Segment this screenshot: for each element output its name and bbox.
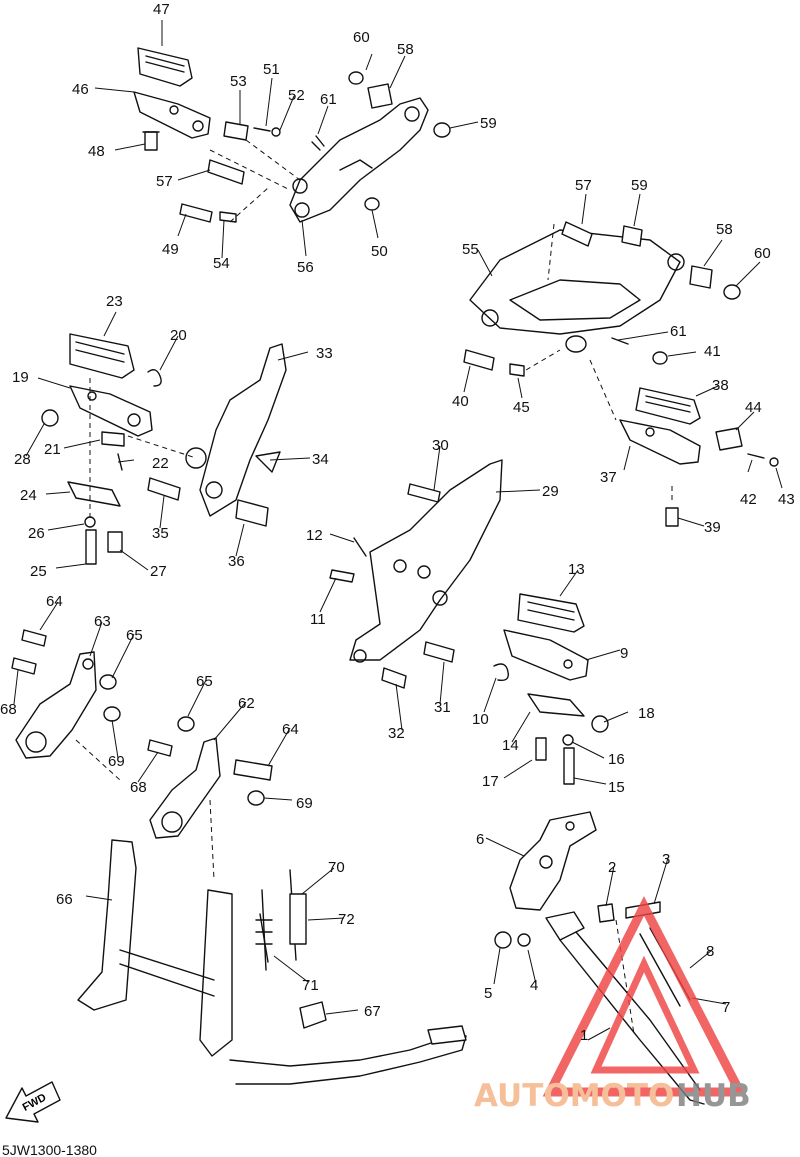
callout-label: 50: [371, 243, 388, 260]
callout-label: 61: [670, 323, 687, 340]
callout-label: 10: [472, 711, 489, 728]
leader-lines: [13, 20, 783, 1041]
callout-label: 33: [316, 345, 333, 362]
callout-label: 64: [282, 721, 299, 738]
callout-label: 7: [722, 999, 730, 1016]
callout-label: 38: [712, 377, 729, 394]
watermark-text-right: HUB: [676, 1078, 751, 1114]
callout-label: 51: [263, 61, 280, 78]
part-group-rear-left-footrest: [133, 47, 451, 223]
callout-label: 68: [0, 701, 17, 718]
callout-label: 14: [502, 737, 519, 754]
callout-label: 36: [228, 553, 245, 570]
part-group-rear-right-footrest: [463, 221, 779, 527]
callout-label: 22: [152, 455, 169, 472]
callout-label: 32: [388, 725, 405, 742]
callout-label: 60: [353, 29, 370, 46]
fwd-arrow-icon: [5, 1081, 61, 1123]
watermark-triangle-outer: [542, 896, 748, 1097]
watermark-text-left: AUTOMOTO: [474, 1078, 674, 1114]
callout-label: 19: [12, 369, 29, 386]
callout-label: 35: [152, 525, 169, 542]
callout-label: 6: [476, 831, 484, 848]
callout-label: 57: [575, 177, 592, 194]
callout-label: 21: [44, 441, 61, 458]
callout-label: 44: [745, 399, 762, 416]
callout-label: 58: [716, 221, 733, 238]
callout-label: 8: [706, 943, 714, 960]
parts-drawing: [5, 20, 783, 1123]
callout-label: 66: [56, 891, 73, 908]
callout-label: 42: [740, 491, 757, 508]
callout-label: 63: [94, 613, 111, 630]
callout-label: 3: [662, 851, 670, 868]
callout-label: 17: [482, 773, 499, 790]
callout-label: 24: [20, 487, 37, 504]
watermark-logo: AUTOMOTO HUB: [474, 896, 751, 1114]
callout-label: 28: [14, 451, 31, 468]
callout-label: 49: [162, 241, 179, 258]
callout-label: 25: [30, 563, 47, 580]
callout-label: 34: [312, 451, 329, 468]
callout-label: 57: [156, 173, 173, 190]
callout-label: 2: [608, 859, 616, 876]
callout-label: 55: [462, 241, 479, 258]
callout-label: 48: [88, 143, 105, 160]
part-group-front-right-footrest: [329, 459, 609, 785]
callout-label: 43: [778, 491, 795, 508]
callout-label: 26: [28, 525, 45, 542]
callout-label: 46: [72, 81, 89, 98]
callout-label: 13: [568, 561, 585, 578]
callout-label: 52: [288, 87, 305, 104]
callout-label: 29: [542, 483, 559, 500]
part-group-main-stand: [77, 839, 467, 1085]
callout-label: 69: [296, 795, 313, 812]
callout-label: 65: [196, 673, 213, 690]
callout-label: 12: [306, 527, 323, 544]
callout-label: 9: [620, 645, 628, 662]
callout-label: 20: [170, 327, 187, 344]
callout-label: 68: [130, 779, 147, 796]
callout-label: 16: [608, 751, 625, 768]
part-group-side-stand: [494, 811, 705, 1105]
callout-label: 62: [238, 695, 255, 712]
callout-label: 37: [600, 469, 617, 486]
callout-label: 58: [397, 41, 414, 58]
callout-label: 53: [230, 73, 247, 90]
callout-label: 1: [580, 1027, 588, 1044]
part-group-front-left-footrest: [41, 333, 287, 565]
callout-label: 71: [302, 977, 319, 994]
watermark-triangle-inner: [590, 955, 700, 1074]
callout-label: 18: [638, 705, 655, 722]
callout-label: 60: [754, 245, 771, 262]
callout-label: 40: [452, 393, 469, 410]
part-group-stand-plates: [11, 629, 273, 881]
callout-label: 30: [432, 437, 449, 454]
callout-label: 64: [46, 593, 63, 610]
callout-label: 41: [704, 343, 721, 360]
callout-label: 27: [150, 563, 167, 580]
callout-label: 59: [480, 115, 497, 132]
callout-label: 61: [320, 91, 337, 108]
callout-label: 23: [106, 293, 123, 310]
callout-label: 15: [608, 779, 625, 796]
callout-label: 54: [213, 255, 230, 272]
callout-label: 59: [631, 177, 648, 194]
diagram-code: 5JW1300-1380: [2, 1142, 97, 1157]
callout-labels: 47 46 48 53 51 52 61 60 58 59 57 49 54 5…: [0, 1, 795, 1044]
callout-label: 5: [484, 985, 492, 1002]
callout-label: 4: [530, 977, 538, 994]
callout-label: 31: [434, 699, 451, 716]
callout-label: 11: [310, 611, 326, 628]
callout-label: 47: [153, 1, 170, 18]
callout-label: 45: [513, 399, 530, 416]
callout-label: 70: [328, 859, 345, 876]
callout-label: 72: [338, 911, 355, 928]
callout-label: 69: [108, 753, 125, 770]
callout-label: 67: [364, 1003, 381, 1020]
callout-label: 56: [297, 259, 314, 276]
callout-label: 65: [126, 627, 143, 644]
callout-label: 39: [704, 519, 721, 536]
